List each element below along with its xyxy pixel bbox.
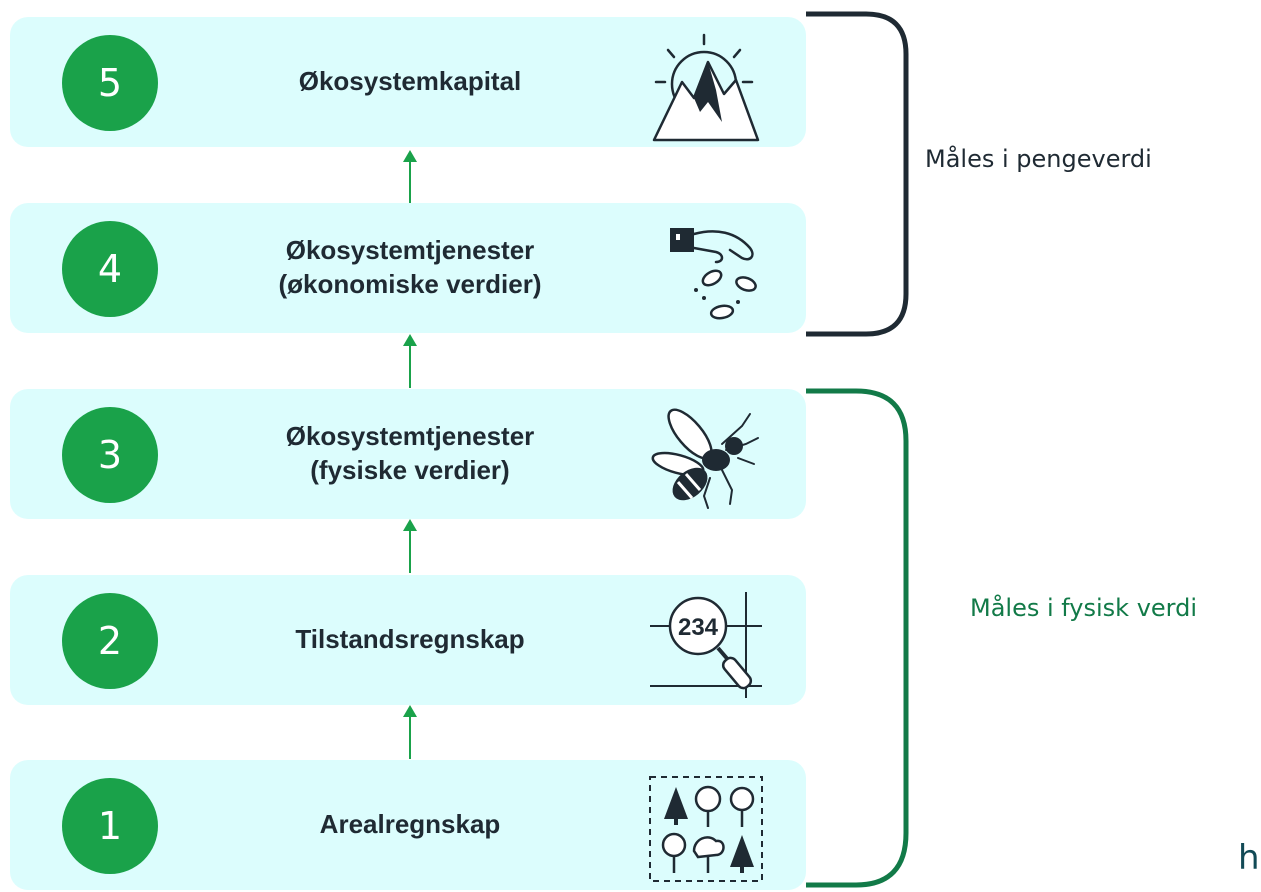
level-label-line: Økosystemtjenester [285,235,535,266]
arrow-up-icon [403,519,417,573]
level-badge: 5 [62,35,158,131]
trees-grid-icon [649,776,763,882]
level-label-line: Økosystemtjenester [285,421,535,452]
level-4-panel: 4 Økosystemtjenester (økonomiske verdier… [10,203,806,333]
level-label: Økosystemtjenester (fysiske verdier) [210,389,610,519]
level-badge: 3 [62,407,158,503]
monetary-label: Måles i pengeverdi [925,145,1152,173]
bee-icon [651,408,759,509]
level-label-line: Tilstandsregnskap [295,624,525,655]
level-2-panel: 2 Tilstandsregnskap 234 [10,575,806,705]
level-label-line: Økosystemkapital [298,66,522,97]
corner-letter: h [1238,838,1260,878]
arrow-up-icon [403,150,417,204]
level-1-panel: 1 Arealregnskap [10,760,806,890]
magnifier-number: 234 [678,614,719,641]
level-label-line: (økonomiske verdier) [278,269,542,299]
level-label: Arealregnskap [210,760,610,890]
level-badge: 4 [62,221,158,317]
hand-coins-icon [670,228,757,320]
level-label-line: Arealregnskap [319,809,501,840]
level-badge: 1 [62,778,158,874]
arrow-up-icon [403,334,417,388]
arrow-up-icon [403,705,417,759]
physical-label: Måles i fysisk verdi [970,594,1198,622]
level-label: Tilstandsregnskap [210,575,610,705]
level-label: Økosystemtjenester (økonomiske verdier) [210,203,610,333]
monetary-bracket [806,11,909,337]
mountain-sun-icon [652,33,760,142]
level-3-panel: 3 Økosystemtjenester (fysiske verdier) [10,389,806,519]
physical-bracket [806,388,909,888]
level-label-line: (fysiske verdier) [310,455,510,485]
level-badge: 2 [62,593,158,689]
level-5-panel: 5 Økosystemkapital [10,17,806,147]
magnifier-234-icon: 234 [650,592,762,698]
level-label: Økosystemkapital [210,17,610,147]
